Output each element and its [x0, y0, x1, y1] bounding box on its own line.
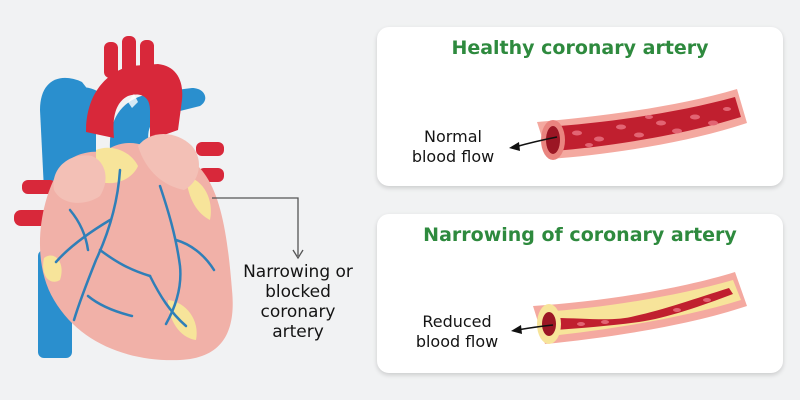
heart-illustration — [14, 36, 304, 361]
panel-title: Healthy coronary artery — [451, 37, 709, 59]
healthy-artery-panel: Healthy coronary artery Normal blood flo… — [377, 27, 783, 186]
callout-connector — [212, 197, 304, 260]
panel-title: Narrowing of coronary artery — [423, 224, 737, 246]
aorta — [86, 36, 183, 140]
fat-patches — [43, 147, 211, 340]
reduced-flow-label: Reduced blood flow — [415, 312, 499, 351]
narrowed-artery-illustration — [511, 272, 747, 344]
healthy-artery-illustration — [509, 89, 747, 160]
left-atrium — [138, 134, 199, 190]
normal-flow-label: Normal blood flow — [411, 127, 495, 166]
coronary-vessels — [54, 168, 216, 328]
blocked-artery-label: Narrowing or blocked coronary artery — [243, 262, 353, 342]
right-atrium — [53, 155, 106, 203]
narrowed-artery-panel: Narrowing of coronary artery Reduced blo… — [377, 214, 783, 373]
